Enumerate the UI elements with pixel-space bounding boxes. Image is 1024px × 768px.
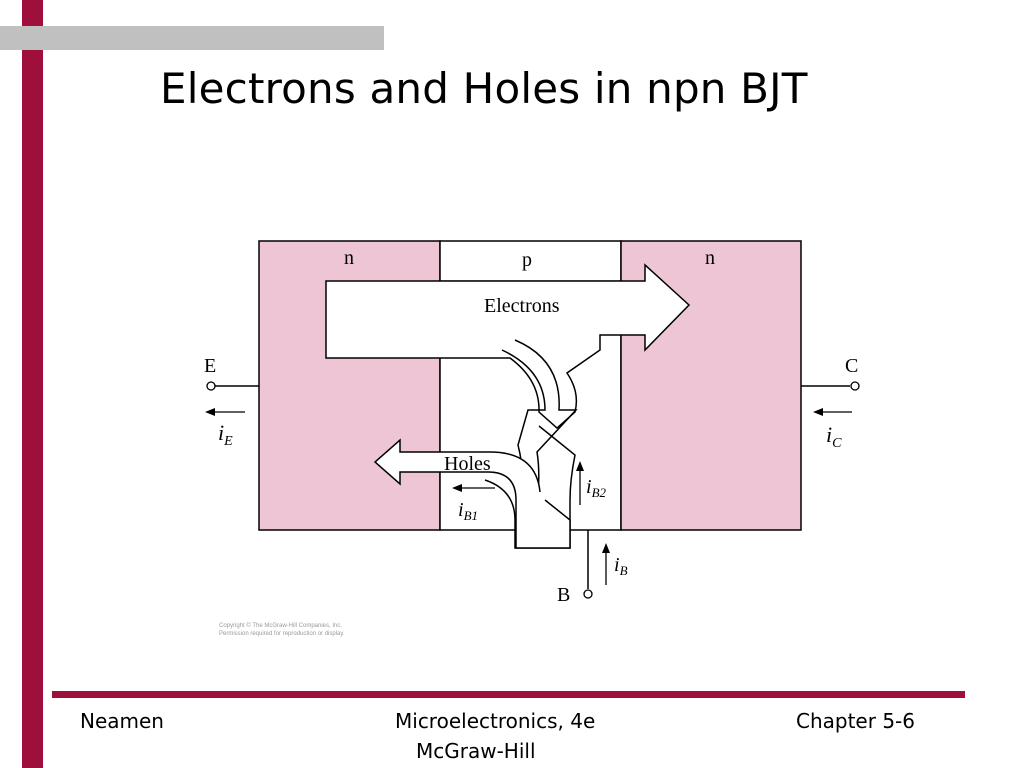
base-label: B bbox=[557, 584, 570, 606]
footer-publisher: McGraw-Hill bbox=[416, 739, 536, 763]
ic-label: iC bbox=[826, 422, 842, 451]
collector-terminal bbox=[850, 381, 860, 391]
base-terminal bbox=[583, 589, 593, 599]
ib2-label: iB2 bbox=[586, 476, 607, 500]
copyright-line-2: Permission required for reproduction or … bbox=[219, 631, 345, 637]
electrons-label: Electrons bbox=[484, 295, 560, 317]
hole-flow-arrow bbox=[373, 438, 571, 549]
emitter-terminal bbox=[206, 381, 216, 391]
ie-label: iE bbox=[218, 420, 233, 449]
collector-region-label: n bbox=[705, 247, 715, 269]
copyright-notice: Copyright © The McGraw-Hill Companies, I… bbox=[219, 622, 345, 638]
ib2-arrow-head bbox=[576, 461, 584, 471]
copyright-line-1: Copyright © The McGraw-Hill Companies, I… bbox=[219, 623, 343, 629]
ib-arrow-head bbox=[602, 543, 610, 553]
top-gray-bar bbox=[0, 26, 384, 50]
footer-chapter: Chapter 5-6 bbox=[796, 709, 915, 733]
npn-bjt-diagram: n p n Electrons Holes iB1 iB2 B iB E iE … bbox=[204, 240, 860, 606]
footer-author: Neamen bbox=[80, 709, 164, 733]
emitter-label: E bbox=[204, 355, 216, 377]
collector-label: C bbox=[845, 355, 858, 377]
base-region-label: p bbox=[522, 249, 532, 271]
ib-label: iB bbox=[614, 554, 628, 578]
ib1-arrow-head bbox=[452, 484, 462, 492]
emitter-region-label: n bbox=[344, 247, 354, 269]
slide-title: Electrons and Holes in npn BJT bbox=[160, 64, 808, 113]
ic-arrow-head bbox=[813, 408, 823, 416]
holes-label: Holes bbox=[444, 453, 491, 475]
ib1-label: iB1 bbox=[458, 499, 478, 523]
ie-arrow-head bbox=[205, 408, 215, 416]
left-accent-bar bbox=[22, 0, 43, 768]
footer-divider bbox=[52, 691, 965, 698]
footer-book: Microelectronics, 4e bbox=[395, 709, 596, 733]
